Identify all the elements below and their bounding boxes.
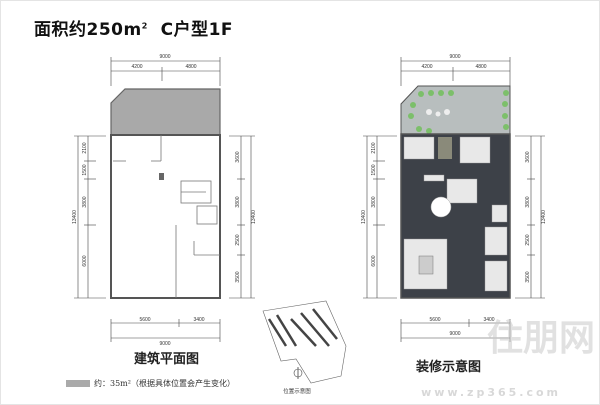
architectural-plan-caption: 建筑平面图 xyxy=(134,352,200,367)
dim-label: 2100 xyxy=(371,142,377,153)
dim-label: 4200 xyxy=(131,64,142,70)
watermark-logo: 住朋网 xyxy=(486,318,595,359)
dim-label: 9000 xyxy=(159,54,170,60)
dim-label: 1500 xyxy=(82,164,88,175)
terrace-area xyxy=(110,88,221,136)
dim-label: 3500 xyxy=(525,271,531,282)
dim-label: 3800 xyxy=(235,196,241,207)
legend: 约：35m²（根据具体位置会产生变化） xyxy=(66,378,235,389)
dim-label: 13400 xyxy=(251,210,257,224)
dim-label: 4200 xyxy=(421,64,432,70)
dim-label: 13400 xyxy=(541,210,547,224)
dim-label: 2100 xyxy=(82,142,88,153)
dim-label: 5600 xyxy=(139,317,150,323)
dim-label: 3600 xyxy=(235,151,241,162)
dim-label: 5600 xyxy=(429,317,440,323)
dim-label: 3400 xyxy=(483,317,494,323)
watermark-url: www.zp365.com xyxy=(421,386,561,399)
decoration-plan-caption: 装修示意图 xyxy=(416,360,482,375)
legend-text: 约：35m²（根据具体位置会产生变化） xyxy=(94,379,235,388)
shrub-icons xyxy=(408,90,509,134)
right-dimension-labels: 9000 4200 4800 5600 3400 9000 13400 2100… xyxy=(361,54,547,337)
dim-label: 3400 xyxy=(193,317,204,323)
dim-label: 13400 xyxy=(361,210,367,224)
ground-floor-outline xyxy=(110,134,221,299)
dim-label: 3600 xyxy=(525,151,531,162)
bathroom xyxy=(484,226,508,256)
dim-label: 4800 xyxy=(475,64,486,70)
page-title: 面积约250m2 C户型1F xyxy=(34,20,234,40)
dim-label: 2500 xyxy=(235,234,241,245)
staircase xyxy=(446,178,478,204)
kitchen xyxy=(403,136,435,160)
bedroom-top xyxy=(459,136,491,164)
site-plan-caption: 位置示意图 xyxy=(283,387,311,395)
dim-label: 3800 xyxy=(525,196,531,207)
dim-label: 3500 xyxy=(235,271,241,282)
left-dimension-labels: 9000 4200 4800 5600 3400 9000 13400 2100… xyxy=(72,54,257,347)
dim-label: 6000 xyxy=(82,255,88,266)
dim-label: 2500 xyxy=(525,234,531,245)
dim-label: 9000 xyxy=(159,341,170,347)
dim-label: 9000 xyxy=(449,54,460,60)
dim-label: 9000 xyxy=(449,331,460,337)
storage xyxy=(438,137,452,159)
dim-label: 1500 xyxy=(371,164,377,175)
dim-label: 4800 xyxy=(185,64,196,70)
site-location-plan: 位置示意图 xyxy=(262,300,347,395)
dining-table xyxy=(430,196,452,218)
dim-label: 3800 xyxy=(371,196,377,207)
dim-label: 3800 xyxy=(82,196,88,207)
dim-label: 13400 xyxy=(72,210,78,224)
dim-label: 6000 xyxy=(371,255,377,266)
living-room xyxy=(403,238,448,290)
bedroom-bottom xyxy=(484,260,508,292)
terrace-swatch xyxy=(66,380,90,387)
